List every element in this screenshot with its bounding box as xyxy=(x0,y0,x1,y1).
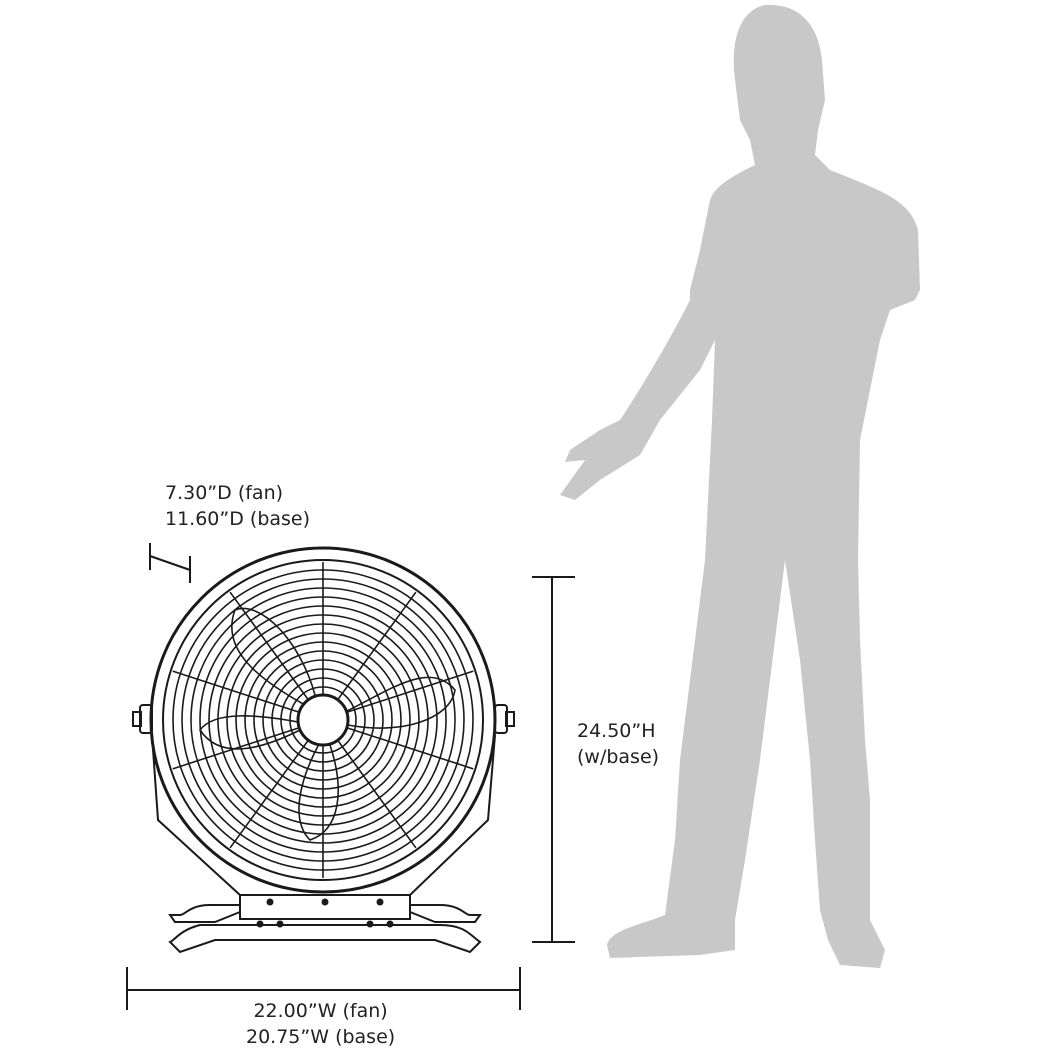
grill-spoke xyxy=(172,670,300,714)
height-value-text: 24.50”H xyxy=(577,720,656,742)
grill-spoke xyxy=(337,591,417,701)
height-dimension-line xyxy=(532,576,575,943)
depth-base-text: 11.60”D (base) xyxy=(165,508,311,530)
tilt-knob-left xyxy=(132,704,153,734)
person-silhouette xyxy=(560,4,920,968)
fan-hub xyxy=(296,693,350,747)
width-label: 22.00”W (fan) 20.75”W (base) xyxy=(246,998,395,1050)
grill-spoke xyxy=(229,739,309,849)
grill-spoke xyxy=(346,670,474,714)
depth-fan-text: 7.30”D (fan) xyxy=(165,482,284,504)
fan-drawing xyxy=(132,546,515,954)
width-fan-text: 22.00”W (fan) xyxy=(253,1000,388,1022)
fan-blades xyxy=(199,607,456,841)
width-dimension-line xyxy=(126,967,521,1010)
grill-spoke xyxy=(229,591,309,701)
depth-dimension-line xyxy=(149,543,191,583)
width-base-text: 20.75”W (base) xyxy=(246,1026,396,1048)
grill-spoke xyxy=(346,726,474,770)
height-note-text: (w/base) xyxy=(577,746,660,768)
grill-spoke xyxy=(337,739,417,849)
fan-grill-spokes xyxy=(172,562,474,878)
height-label: 24.50”H (w/base) xyxy=(577,718,659,770)
fan-base xyxy=(168,894,482,954)
depth-label: 7.30”D (fan) 11.60”D (base) xyxy=(165,480,310,532)
tilt-knob-right xyxy=(494,704,515,734)
